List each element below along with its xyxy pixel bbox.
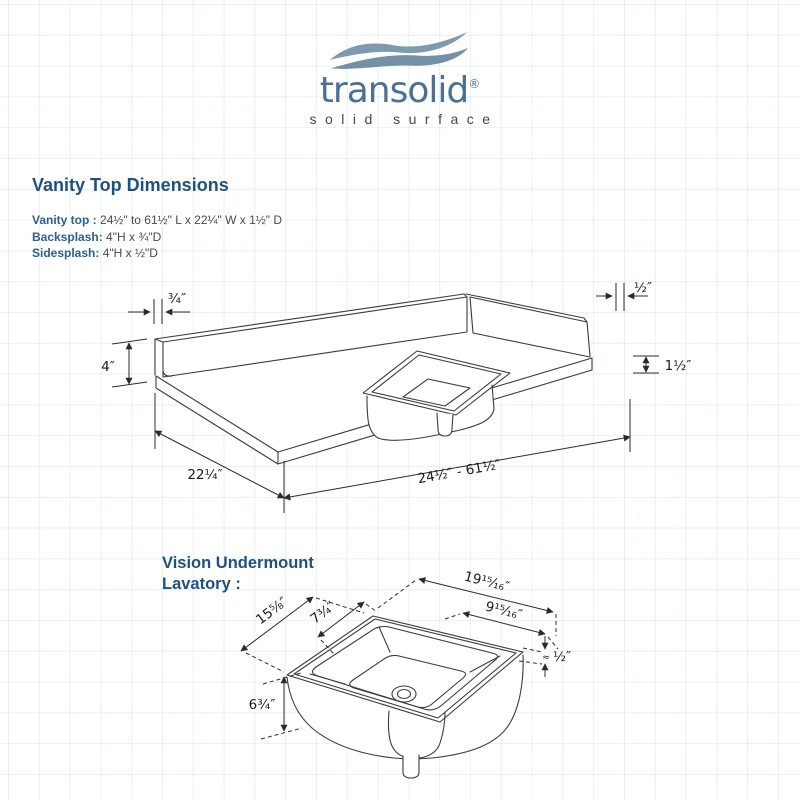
vanity-top-drawing: [154, 293, 593, 465]
dim-top-thickness: 1½″: [665, 358, 692, 374]
dim-lav-bowl-depth: 6¾″: [249, 697, 276, 713]
vanity-section-title: Vanity Top Dimensions: [32, 175, 229, 195]
spec-sidesplash: Sidesplash: 4"H x ½"D: [32, 246, 158, 260]
lavatory-section-title: Vision Undermount Lavatory :: [162, 554, 314, 593]
spec-backsplash: Backsplash: 4"H x ¾"D: [32, 229, 162, 244]
registered-mark: ®: [468, 77, 481, 91]
logo-waves-icon: [329, 32, 469, 69]
brand-tagline: solid surface: [309, 111, 499, 127]
dim-lav-outer-width: 15⅝″: [253, 594, 291, 628]
brand-name: transolid®: [319, 70, 481, 111]
dim-backsplash-thickness: ¾″: [168, 291, 186, 307]
lavatory-drawing: [286, 615, 524, 779]
dim-depth: 22¼″: [187, 467, 222, 483]
dim-lav-rim-break-mark: ≈: [542, 653, 550, 663]
dim-lav-rim-thickness: ½″: [553, 649, 571, 665]
spec-vanity-top: Vanity top : 24½" to 61½" L x 22¼" W x 1…: [32, 213, 283, 227]
dim-backsplash-height: 4″: [101, 359, 115, 375]
dim-length-range: 24½″ - 61½″: [416, 457, 502, 487]
vanity-specs: Vanity top : 24½" to 61½" L x 22¼" W x 1…: [32, 212, 282, 262]
dim-lav-inner-width: 7¾″: [308, 599, 339, 628]
dim-sidesplash-thickness: ½″: [634, 280, 652, 296]
